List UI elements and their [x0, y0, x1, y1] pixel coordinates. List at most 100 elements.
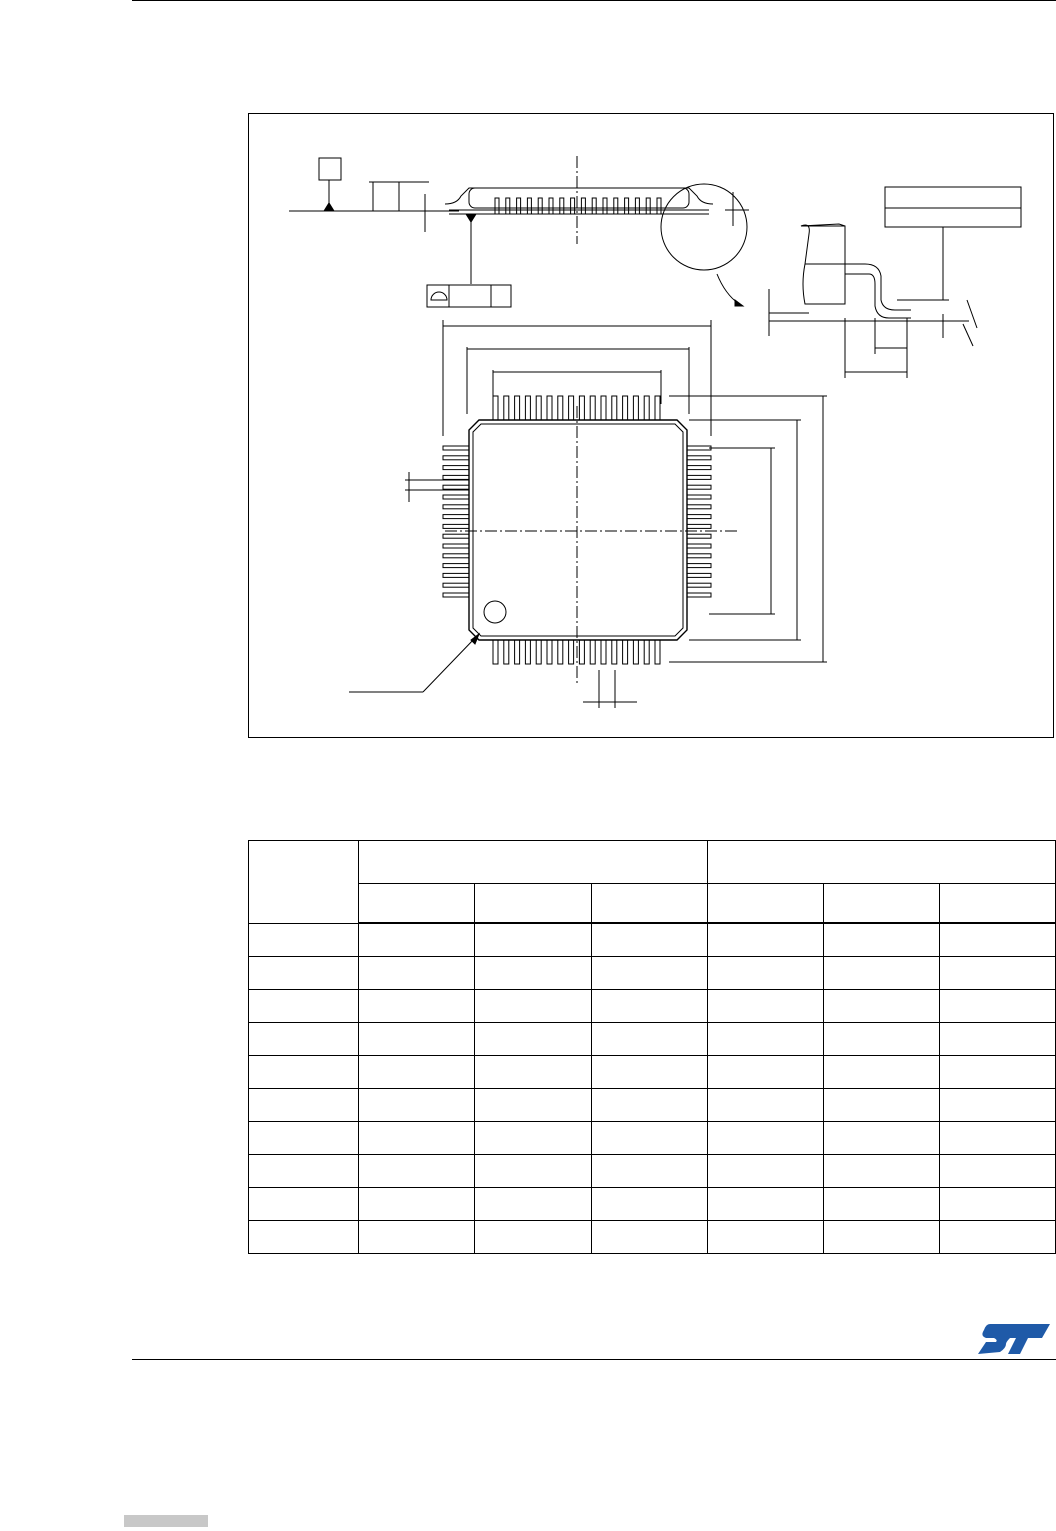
symbol-cell: [248, 1022, 359, 1056]
value-cell: [823, 1154, 941, 1188]
symbol-cell: [248, 1154, 359, 1188]
right-lead: [686, 514, 712, 520]
value-cell: [939, 1121, 1056, 1155]
header-cell: [590, 883, 709, 924]
top-lead: [503, 395, 510, 421]
side-lead: [526, 197, 532, 215]
value-cell: [358, 1022, 475, 1056]
value-cell: [939, 922, 1056, 957]
right-lead: [686, 523, 712, 529]
table-row: [248, 1088, 1056, 1122]
value-cell: [590, 1022, 709, 1056]
bottom-lead: [524, 639, 531, 665]
table-row: [248, 1022, 1056, 1056]
left-lead: [442, 504, 470, 510]
symbol-cell: [248, 989, 359, 1023]
bottom-lead: [578, 639, 585, 665]
value-cell: [939, 956, 1056, 990]
value-cell: [823, 989, 941, 1023]
value-cell: [939, 989, 1056, 1023]
package-outline-drawing: [289, 156, 1022, 708]
top-lead: [643, 395, 650, 421]
footer-rule: [132, 1359, 1056, 1360]
symbol-cell: [248, 1121, 359, 1155]
header-group-2: [707, 840, 1056, 884]
side-lead: [613, 197, 619, 215]
value-cell: [358, 922, 475, 957]
side-lead: [516, 197, 522, 215]
top-lead: [546, 395, 553, 421]
value-cell: [474, 1121, 592, 1155]
symbol-cell: [248, 1055, 359, 1089]
value-cell: [474, 989, 592, 1023]
reference-note-box: [884, 186, 1022, 228]
value-cell: [474, 1187, 592, 1221]
right-lead: [686, 533, 712, 539]
value-cell: [707, 1022, 825, 1056]
value-cell: [939, 1022, 1056, 1056]
top-lead: [654, 395, 661, 421]
right-lead: [686, 484, 712, 490]
value-cell: [707, 956, 825, 990]
left-lead: [442, 494, 470, 500]
value-cell: [474, 922, 592, 957]
value-cell: [590, 1220, 709, 1254]
top-lead: [611, 395, 618, 421]
table-row: [248, 1220, 1056, 1254]
left-lead: [442, 514, 470, 520]
right-lead: [686, 543, 712, 549]
value-cell: [707, 1121, 825, 1155]
value-cell: [474, 1220, 592, 1254]
value-cell: [474, 1055, 592, 1089]
symbol-cell: [248, 1088, 359, 1122]
footer-tag: [124, 1515, 208, 1527]
datum-box: [318, 157, 342, 181]
side-lead: [634, 197, 640, 215]
value-cell: [358, 989, 475, 1023]
side-lead: [537, 197, 543, 215]
right-lead: [686, 504, 712, 510]
symbol-cell: [248, 956, 359, 990]
left-lead: [442, 592, 470, 598]
top-lead: [514, 395, 521, 421]
side-lead: [559, 197, 565, 215]
value-cell: [358, 1220, 475, 1254]
value-cell: [939, 1088, 1056, 1122]
table-row: [248, 922, 1056, 957]
left-lead: [442, 484, 470, 490]
right-lead: [686, 474, 712, 480]
value-cell: [823, 1055, 941, 1089]
top-lead: [632, 395, 639, 421]
bottom-lead: [546, 639, 553, 665]
table-row: [248, 1187, 1056, 1221]
top-lead: [557, 395, 564, 421]
top-lead: [568, 395, 575, 421]
left-lead: [442, 445, 470, 451]
side-lead: [570, 197, 576, 215]
top-lead: [524, 395, 531, 421]
value-cell: [358, 1055, 475, 1089]
bottom-lead: [514, 639, 521, 665]
st-logo-icon: [978, 1324, 1050, 1354]
value-cell: [939, 1220, 1056, 1254]
side-lead: [645, 197, 651, 215]
bottom-lead: [568, 639, 575, 665]
side-lead: [602, 197, 608, 215]
left-lead: [442, 543, 470, 549]
side-lead: [591, 197, 597, 215]
table-row: [248, 989, 1056, 1023]
right-lead: [686, 572, 712, 578]
left-lead: [442, 572, 470, 578]
header-group-1: [357, 840, 709, 884]
tolerance-frame: [426, 284, 512, 308]
bottom-lead: [535, 639, 542, 665]
package-outline-figure: [248, 113, 1054, 738]
right-lead: [686, 563, 712, 569]
side-lead: [656, 197, 662, 215]
value-cell: [823, 1220, 941, 1254]
header-cell: [707, 883, 825, 924]
value-cell: [823, 922, 941, 957]
value-cell: [590, 1121, 709, 1155]
value-cell: [707, 922, 825, 957]
header-cell: [939, 883, 1056, 924]
